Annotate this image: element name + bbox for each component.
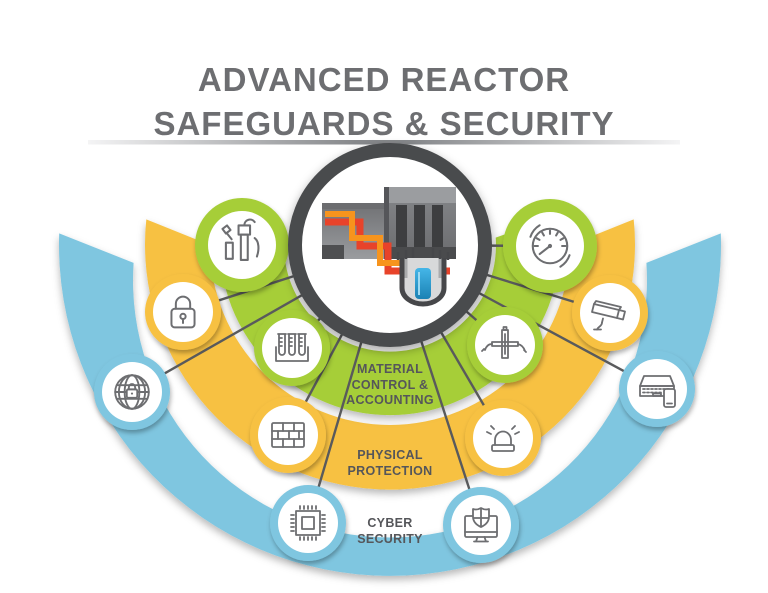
laptop-phone-icon [639, 375, 676, 408]
node-pressure-gauge [503, 199, 597, 293]
central-hub [288, 143, 492, 347]
cctv-camera-disc [580, 283, 640, 343]
brick-wall-disc [258, 405, 318, 465]
pressure-gauge-icon [529, 224, 571, 268]
reactor-building-left-roof [322, 203, 384, 209]
ring-label-physical-protection: PHYSICAL PROTECTION [347, 448, 433, 478]
node-survey-probes [195, 198, 289, 292]
node-alarm-beacon [465, 400, 541, 476]
secure-globe-icon [114, 374, 150, 410]
building-slot [414, 205, 425, 247]
vessel-internals [404, 258, 442, 278]
alarm-beacon-disc [473, 408, 533, 468]
reactor-building-left-door [322, 245, 344, 259]
node-secure-globe [94, 354, 170, 430]
alarm-beacon-icon [486, 425, 520, 452]
building-slot [396, 205, 407, 247]
cpu-chip-disc [278, 493, 338, 553]
brick-wall-icon [271, 422, 305, 448]
ring-arc-cyber-security [59, 233, 722, 576]
building-slot [432, 205, 443, 247]
node-test-tube-rack [254, 310, 330, 386]
survey-probes-icon [221, 218, 260, 261]
survey-probes-disc [208, 211, 276, 279]
padlock-icon [170, 295, 196, 329]
vessel-top-pipes [396, 248, 450, 260]
ring-label-cyber-security: CYBER SECURITY [357, 516, 423, 546]
reactor-building-right-band [384, 187, 456, 203]
cpu-chip-icon [290, 505, 326, 541]
building-gap [384, 187, 389, 259]
node-flow-sensor [467, 307, 543, 383]
reactor-building-right-base [384, 247, 456, 259]
test-tube-rack-icon [275, 333, 309, 362]
page-title: ADVANCED REACTOR SAFEGUARDS & SECURITY [0, 58, 768, 146]
ring-label-material-control-accounting: MATERIAL CONTROL & ACCOUNTING [346, 362, 434, 407]
node-shield-monitor [443, 487, 519, 563]
test-tube-rack-disc [262, 318, 322, 378]
shield-monitor-icon [464, 507, 498, 543]
node-cctv-camera [572, 275, 648, 351]
reactor-facility-icon [322, 187, 456, 307]
node-padlock [145, 274, 221, 350]
page-title-line2: SAFEGUARDS & SECURITY [153, 105, 615, 143]
reactor-core [415, 268, 431, 299]
cctv-camera-icon [591, 300, 626, 331]
flow-sensor-icon [481, 326, 527, 359]
node-cpu-chip [270, 485, 346, 561]
padlock-disc [153, 282, 213, 342]
title-divider-line [88, 140, 680, 145]
node-brick-wall [250, 397, 326, 473]
page-title-line1: ADVANCED REACTOR [197, 61, 571, 99]
node-laptop-phone [619, 351, 695, 427]
